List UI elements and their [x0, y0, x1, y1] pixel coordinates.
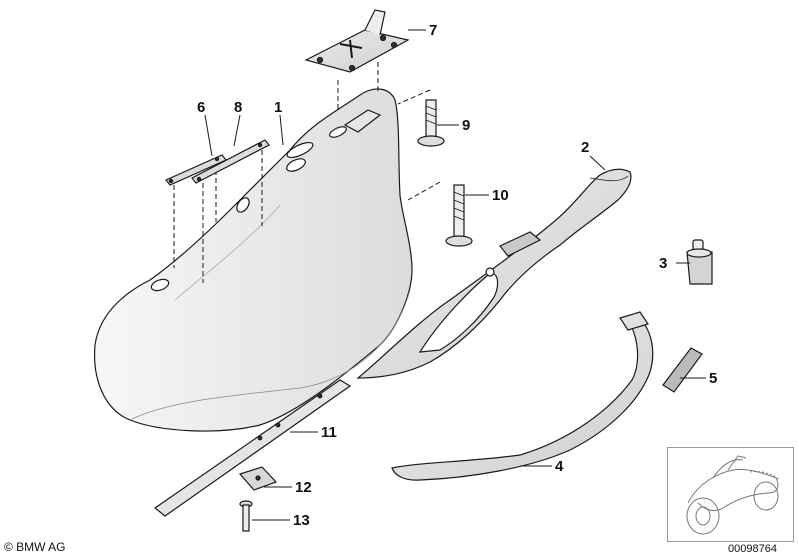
callout-labels: 1 2 3 4 5 6 7 8 9 10 11 12 13 — [197, 22, 717, 529]
long-bolt-part[interactable] — [445, 184, 473, 247]
callout-5: 5 — [709, 370, 717, 387]
short-bolt-part[interactable] — [417, 99, 445, 147]
grommet-part[interactable] — [686, 239, 713, 285]
mounting-rail-part[interactable] — [153, 379, 352, 517]
copyright-notice: © BMW AG — [4, 540, 66, 554]
callout-10: 10 — [492, 187, 509, 204]
bracket-plate-part[interactable] — [304, 9, 410, 73]
rivet-part[interactable] — [239, 500, 253, 532]
callout-9: 9 — [462, 117, 470, 134]
document-number: 00098764 — [728, 543, 777, 555]
callout-1: 1 — [274, 99, 282, 116]
callout-6: 6 — [197, 99, 205, 116]
callout-3: 3 — [659, 255, 667, 272]
side-panel-part[interactable] — [356, 168, 632, 379]
callout-7: 7 — [429, 22, 437, 39]
reflector-strip-part[interactable] — [662, 347, 703, 393]
callout-12: 12 — [295, 479, 312, 496]
motorcycle-thumbnail — [667, 447, 794, 542]
callout-13: 13 — [293, 512, 310, 529]
callout-2: 2 — [581, 139, 589, 156]
clip-part[interactable] — [238, 466, 278, 491]
seat-shell-part[interactable] — [93, 88, 413, 432]
lower-trim-part[interactable] — [391, 311, 654, 481]
callout-4: 4 — [555, 458, 564, 475]
assembly-guide-lines — [173, 62, 441, 283]
callout-11: 11 — [321, 424, 337, 441]
strap-part-8[interactable] — [191, 139, 270, 184]
motorcycle-thumbnail-icon — [686, 455, 781, 535]
callout-8: 8 — [234, 99, 242, 116]
leader-lines — [204, 29, 706, 521]
